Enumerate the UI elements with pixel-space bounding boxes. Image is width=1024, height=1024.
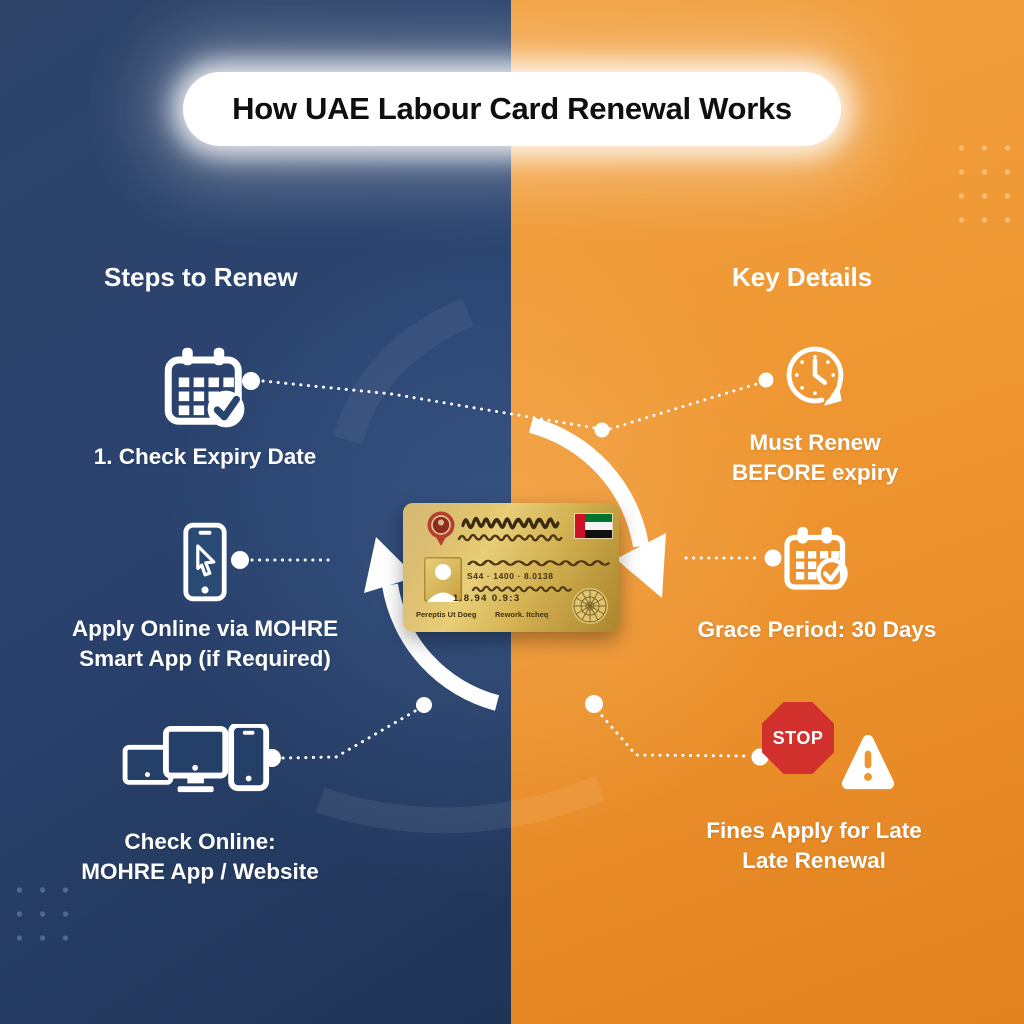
- card-footer-right: Rework. Itcheq: [495, 610, 549, 619]
- detail-label-line: Fines Apply for Late: [706, 818, 922, 843]
- uae-emblem-icon: [427, 511, 455, 546]
- step-label: 1. Check Expiry Date: [93, 444, 317, 469]
- detail-label: Fines Apply for Late Late Renewal: [688, 816, 940, 876]
- card-footer-left: Pereptis Ut Doeg: [416, 610, 477, 619]
- detail-fines: STOP Fines Apply for Late Late Renewal: [688, 700, 940, 890]
- step-apply-online: Apply Online via MOHRE Smart App (if Req…: [65, 520, 345, 674]
- uae-labour-card: S44 · 1400 · 8.0138 1.8.94 0.9:3 Perepti…: [403, 503, 619, 632]
- step-check-expiry: 1. Check Expiry Date: [65, 346, 345, 472]
- detail-label-line: BEFORE expiry: [731, 460, 899, 485]
- step-label: Check Online: MOHRE App / Website: [55, 827, 345, 887]
- detail-label: Grace Period: 30 Days: [697, 617, 937, 642]
- detail-label: Must Renew BEFORE expiry: [690, 428, 940, 488]
- card-artwork: [427, 511, 611, 624]
- step-label: Apply Online via MOHRE Smart App (if Req…: [65, 614, 345, 674]
- step-check-online: Check Online: MOHRE App / Website: [55, 722, 345, 887]
- step-label-line: MOHRE App / Website: [81, 859, 319, 884]
- card-row-values: S44 · 1400 · 8.0138: [467, 571, 554, 581]
- detail-label-line: Late Renewal: [742, 848, 886, 873]
- card-serial: 1.8.94 0.9:3: [453, 593, 521, 604]
- stop-sign-text: STOP: [772, 727, 824, 748]
- warning-triangle-icon: [841, 734, 895, 790]
- title-banner: How UAE Labour Card Renewal Works: [183, 72, 841, 146]
- step-label-line: Apply Online via MOHRE: [71, 616, 339, 641]
- detail-must-renew: Must Renew BEFORE expiry: [690, 340, 940, 488]
- detail-label-line: Must Renew: [749, 430, 881, 455]
- clock-deadline-icon: [786, 346, 844, 406]
- step-label-line: Check Online:: [124, 829, 276, 854]
- calendar-grace-icon: [784, 527, 848, 590]
- detail-grace-period: Grace Period: 30 Days: [685, 524, 949, 645]
- devices-icon: [122, 722, 270, 793]
- page-title: How UAE Labour Card Renewal Works: [232, 91, 792, 126]
- rosette-ornament-icon: [572, 588, 608, 624]
- stop-sign-icon: STOP: [762, 702, 834, 774]
- cursor-icon: [196, 544, 216, 577]
- left-heading: Steps to Renew: [104, 262, 298, 292]
- calendar-check-icon: [164, 347, 245, 428]
- step-label-line: Smart App (if Required): [79, 646, 331, 671]
- right-heading: Key Details: [732, 262, 873, 292]
- uae-flag-icon: [575, 514, 612, 538]
- phone-tap-icon: [183, 522, 227, 602]
